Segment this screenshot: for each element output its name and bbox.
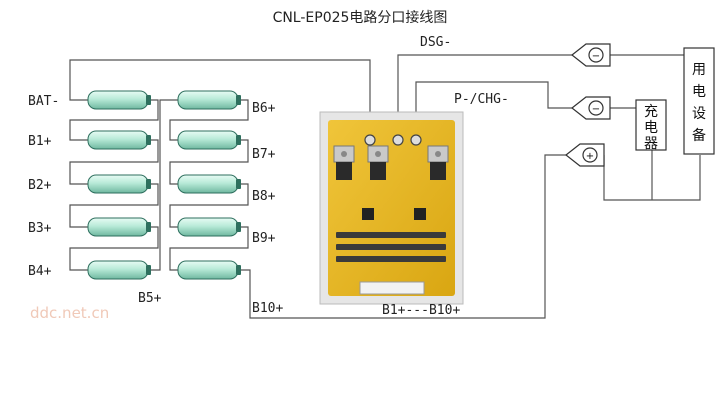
mosfet — [367, 145, 389, 180]
charger-char: 充 — [644, 104, 658, 120]
battery-cell — [87, 130, 151, 150]
wire-b5 — [150, 99, 178, 271]
pad-dsg — [392, 134, 404, 146]
wire-b6 — [169, 99, 249, 141]
wire-b7 — [169, 139, 249, 185]
charger-char: 电 — [644, 120, 658, 136]
label-b2: B2+ — [28, 178, 52, 193]
wire-b3 — [69, 183, 159, 228]
label-b-range: B1+---B10+ — [382, 303, 460, 318]
diagram-title: CNL-EP025电路分口接线图 — [273, 9, 448, 26]
pcb-body — [328, 120, 455, 296]
load-char: 电 — [692, 84, 706, 100]
battery-cell — [177, 217, 241, 237]
connector-symbol: + — [586, 151, 594, 162]
charger-box: 充 电 器 — [635, 99, 667, 152]
load-device-box: 用 电 设 备 — [683, 47, 715, 155]
label-p-chg: P-/CHG- — [454, 92, 509, 107]
battery-cell — [87, 90, 151, 110]
battery-cells-right — [177, 90, 241, 280]
label-b4: B4+ — [28, 264, 52, 279]
label-b8: B8+ — [252, 189, 276, 204]
watermark: ddc.net.cn — [30, 304, 109, 322]
battery-cell — [177, 260, 241, 280]
label-b10: B10+ — [252, 301, 283, 316]
wire-bat — [69, 59, 371, 140]
connector-symbol: − — [592, 51, 600, 62]
mosfet — [333, 145, 355, 180]
label-b5: B5+ — [138, 291, 162, 306]
wire-b1 — [69, 99, 159, 141]
ic-chip — [414, 208, 426, 220]
battery-cell — [87, 217, 151, 237]
load-char: 用 — [692, 62, 706, 78]
charger-char: 器 — [644, 136, 658, 152]
label-b9: B9+ — [252, 231, 276, 246]
component-rows — [336, 232, 446, 262]
label-bat-minus: BAT- — [28, 94, 59, 109]
wire-b8 — [169, 183, 249, 228]
wire-b10-positive — [240, 154, 572, 319]
pad-bat — [364, 134, 376, 146]
wire-b4 — [69, 226, 159, 271]
wire-b9 — [169, 226, 249, 271]
label-b1: B1+ — [28, 134, 52, 149]
connector-positive: + — [565, 143, 605, 167]
battery-cell — [177, 174, 241, 194]
load-char: 备 — [692, 127, 706, 144]
label-b7: B7+ — [252, 147, 276, 162]
balance-connector — [359, 281, 425, 295]
label-dsg: DSG- — [420, 35, 451, 50]
wire-b2 — [69, 139, 159, 185]
battery-cell — [87, 260, 151, 280]
battery-cell — [177, 130, 241, 150]
load-char: 设 — [692, 106, 706, 122]
battery-cell — [177, 90, 241, 110]
connector-chg: − — [571, 96, 611, 120]
connector-symbol: − — [592, 104, 600, 115]
bms-board — [319, 111, 464, 305]
battery-cells-left — [87, 90, 151, 280]
battery-cell — [87, 174, 151, 194]
label-b6: B6+ — [252, 101, 276, 116]
wire-p-chg — [415, 81, 572, 140]
connector-dsg: − — [571, 43, 611, 67]
pad-chg — [410, 134, 422, 146]
ic-chip — [362, 208, 374, 220]
mosfet — [427, 145, 449, 180]
label-b3: B3+ — [28, 221, 52, 236]
